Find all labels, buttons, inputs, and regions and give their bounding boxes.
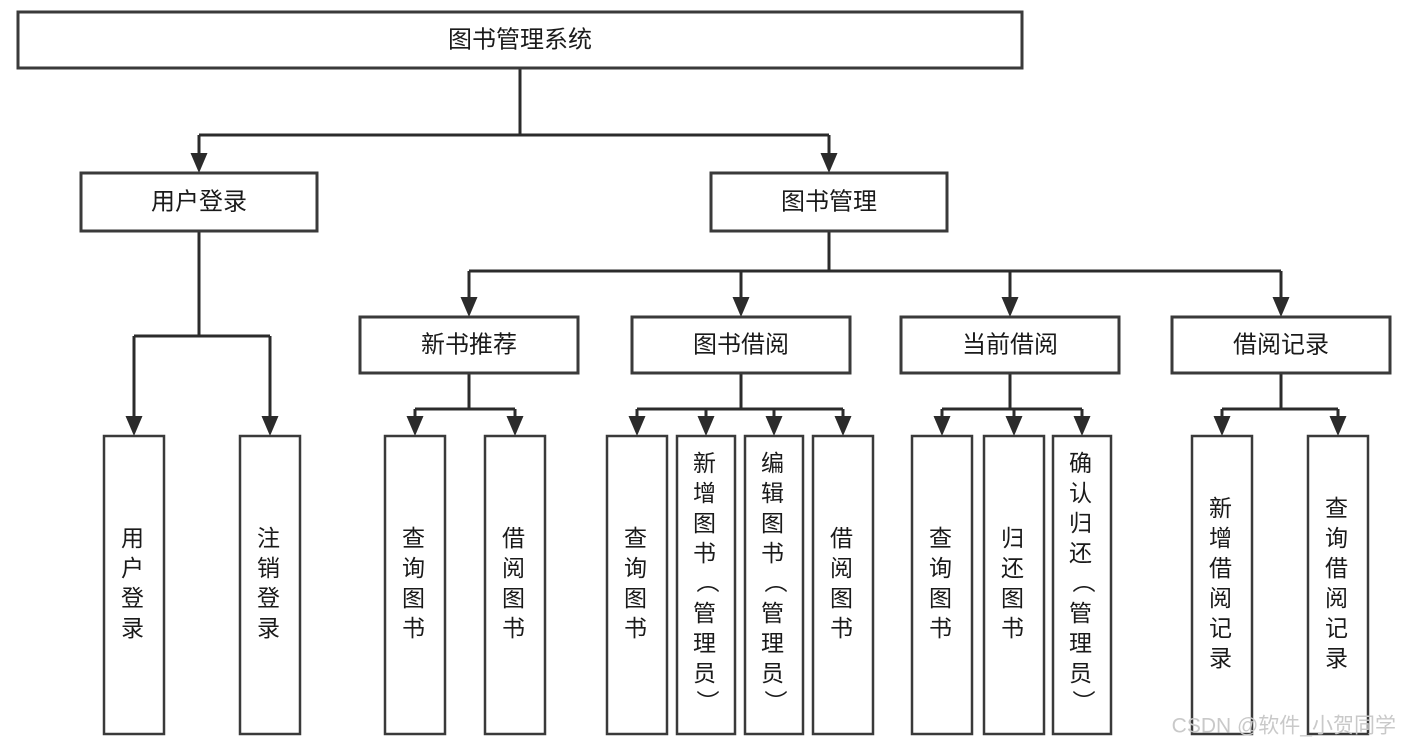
node-box xyxy=(1051,434,1113,736)
node-label: 借阅图书 xyxy=(830,525,856,641)
node-leaf-leaf-borrow-book-rec[interactable]: 借阅图书 xyxy=(483,434,547,736)
node-box xyxy=(899,315,1121,375)
node-label: 查询图书 xyxy=(402,525,428,641)
arrow-head-icon xyxy=(1329,416,1347,436)
node-label: 查询图书 xyxy=(929,525,955,641)
node-label: 查询借阅记录 xyxy=(1325,495,1351,671)
node-leaf-leaf-query-book-rec[interactable]: 查询图书 xyxy=(383,434,447,736)
node-box xyxy=(16,10,1024,70)
node-l3-book-borrow[interactable]: 图书借阅 xyxy=(630,315,852,375)
arrow-head-icon xyxy=(125,416,143,436)
arrow-head-icon xyxy=(506,416,524,436)
node-leaf-leaf-query-book-cur[interactable]: 查询图书 xyxy=(910,434,974,736)
node-l2-book-manage[interactable]: 图书管理 xyxy=(709,171,949,233)
arrow-head-icon xyxy=(820,153,838,173)
node-label: 查询图书 xyxy=(624,525,650,641)
node-box xyxy=(811,434,875,736)
node-label: 确认归还（管理员） xyxy=(1069,450,1096,716)
node-box xyxy=(709,171,949,233)
connector-layer xyxy=(125,68,1347,436)
node-leaf-leaf-add-book[interactable]: 新增图书（管理员） xyxy=(675,434,737,736)
node-leaf-leaf-logout[interactable]: 注销登录 xyxy=(238,434,302,736)
node-box xyxy=(483,434,547,736)
arrow-head-icon xyxy=(732,297,750,317)
arrow-head-icon xyxy=(628,416,646,436)
arrow-head-icon xyxy=(1005,416,1023,436)
arrow-head-icon xyxy=(1272,297,1290,317)
node-root-图书管理系统[interactable]: 图书管理系统 xyxy=(16,10,1024,70)
node-leaf-leaf-query-book-borrow[interactable]: 查询图书 xyxy=(605,434,669,736)
node-leaf-leaf-confirm-return[interactable]: 确认归还（管理员） xyxy=(1051,434,1113,736)
node-label: 借阅记录 xyxy=(1233,331,1329,358)
arrow-head-icon xyxy=(261,416,279,436)
node-label: 新增图书（管理员） xyxy=(693,450,720,716)
arrow-head-icon xyxy=(406,416,424,436)
node-box xyxy=(102,434,166,736)
node-leaf-leaf-user-login[interactable]: 用户登录 xyxy=(102,434,166,736)
arrow-head-icon xyxy=(460,297,478,317)
node-l3-new-book-recommend[interactable]: 新书推荐 xyxy=(358,315,580,375)
arrow-head-icon xyxy=(1073,416,1091,436)
node-leaf-leaf-edit-book[interactable]: 编辑图书（管理员） xyxy=(743,434,805,736)
node-leaf-leaf-add-record[interactable]: 新增借阅记录 xyxy=(1190,434,1254,736)
node-box xyxy=(1170,315,1392,375)
node-box xyxy=(1306,434,1370,736)
node-box xyxy=(982,434,1046,736)
node-label: 用户登录 xyxy=(121,525,147,641)
node-leaf-leaf-query-record[interactable]: 查询借阅记录 xyxy=(1306,434,1370,736)
node-label: 借阅图书 xyxy=(502,525,528,641)
arrow-head-icon xyxy=(1001,297,1019,317)
csdn-watermark: CSDN @软件_小贺同学 xyxy=(1172,715,1396,738)
node-box xyxy=(743,434,805,736)
node-label: 图书管理 xyxy=(781,188,877,215)
node-box xyxy=(630,315,852,375)
node-box xyxy=(79,171,319,233)
node-box xyxy=(1190,434,1254,736)
node-label: 新书推荐 xyxy=(421,331,517,358)
node-label: 当前借阅 xyxy=(962,331,1058,358)
arrow-head-icon xyxy=(933,416,951,436)
node-l2-user-login[interactable]: 用户登录 xyxy=(79,171,319,233)
node-box xyxy=(910,434,974,736)
arrow-head-icon xyxy=(190,153,208,173)
node-leaf-leaf-return-book[interactable]: 归还图书 xyxy=(982,434,1046,736)
node-label: 归还图书 xyxy=(1001,525,1027,641)
arrow-head-icon xyxy=(1213,416,1231,436)
node-label: 图书管理系统 xyxy=(448,26,592,53)
node-box xyxy=(358,315,580,375)
node-label: 编辑图书（管理员） xyxy=(761,450,788,716)
node-box xyxy=(238,434,302,736)
node-l3-current-borrow[interactable]: 当前借阅 xyxy=(899,315,1121,375)
node-leaf-leaf-borrow-book[interactable]: 借阅图书 xyxy=(811,434,875,736)
node-label: 用户登录 xyxy=(151,188,247,215)
node-box xyxy=(383,434,447,736)
node-box xyxy=(675,434,737,736)
node-label: 注销登录 xyxy=(257,525,283,641)
arrow-head-icon xyxy=(765,416,783,436)
node-l3-borrow-record[interactable]: 借阅记录 xyxy=(1170,315,1392,375)
node-box xyxy=(605,434,669,736)
node-label: 新增借阅记录 xyxy=(1209,495,1235,671)
arrow-head-icon xyxy=(834,416,852,436)
arrow-head-icon xyxy=(697,416,715,436)
node-layer: 图书管理系统用户登录图书管理新书推荐图书借阅当前借阅借阅记录用户登录注销登录查询… xyxy=(16,10,1392,736)
node-label: 图书借阅 xyxy=(693,331,789,358)
